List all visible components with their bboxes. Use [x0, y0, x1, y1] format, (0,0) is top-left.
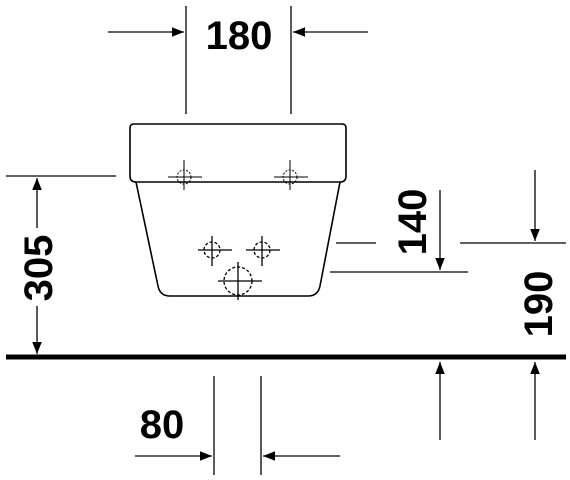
dimension-bottom-offset: [135, 376, 340, 475]
connection-holes: [198, 236, 280, 300]
bidet-rim: [129, 123, 347, 183]
bidet-bowl: [135, 181, 341, 297]
dimension-label-190: 190: [517, 271, 561, 338]
fixing-points: [168, 160, 308, 190]
dimension-total-height: [6, 175, 116, 354]
fixing-point-right: [274, 160, 308, 190]
waste-outlet: [218, 262, 262, 300]
dimension-connection-height: [435, 170, 566, 440]
water-inlet-left: [198, 236, 232, 266]
water-inlet-right: [246, 236, 280, 266]
bidet-outline: [129, 123, 347, 297]
fixing-point-left: [168, 160, 202, 190]
dimension-label-140: 140: [391, 189, 435, 256]
dimension-top-width: [108, 6, 368, 114]
dimension-label-180: 180: [206, 14, 273, 58]
dimension-label-80: 80: [140, 403, 185, 447]
dimension-label-305: 305: [17, 235, 61, 302]
dimension-fixing-height: [330, 190, 468, 273]
